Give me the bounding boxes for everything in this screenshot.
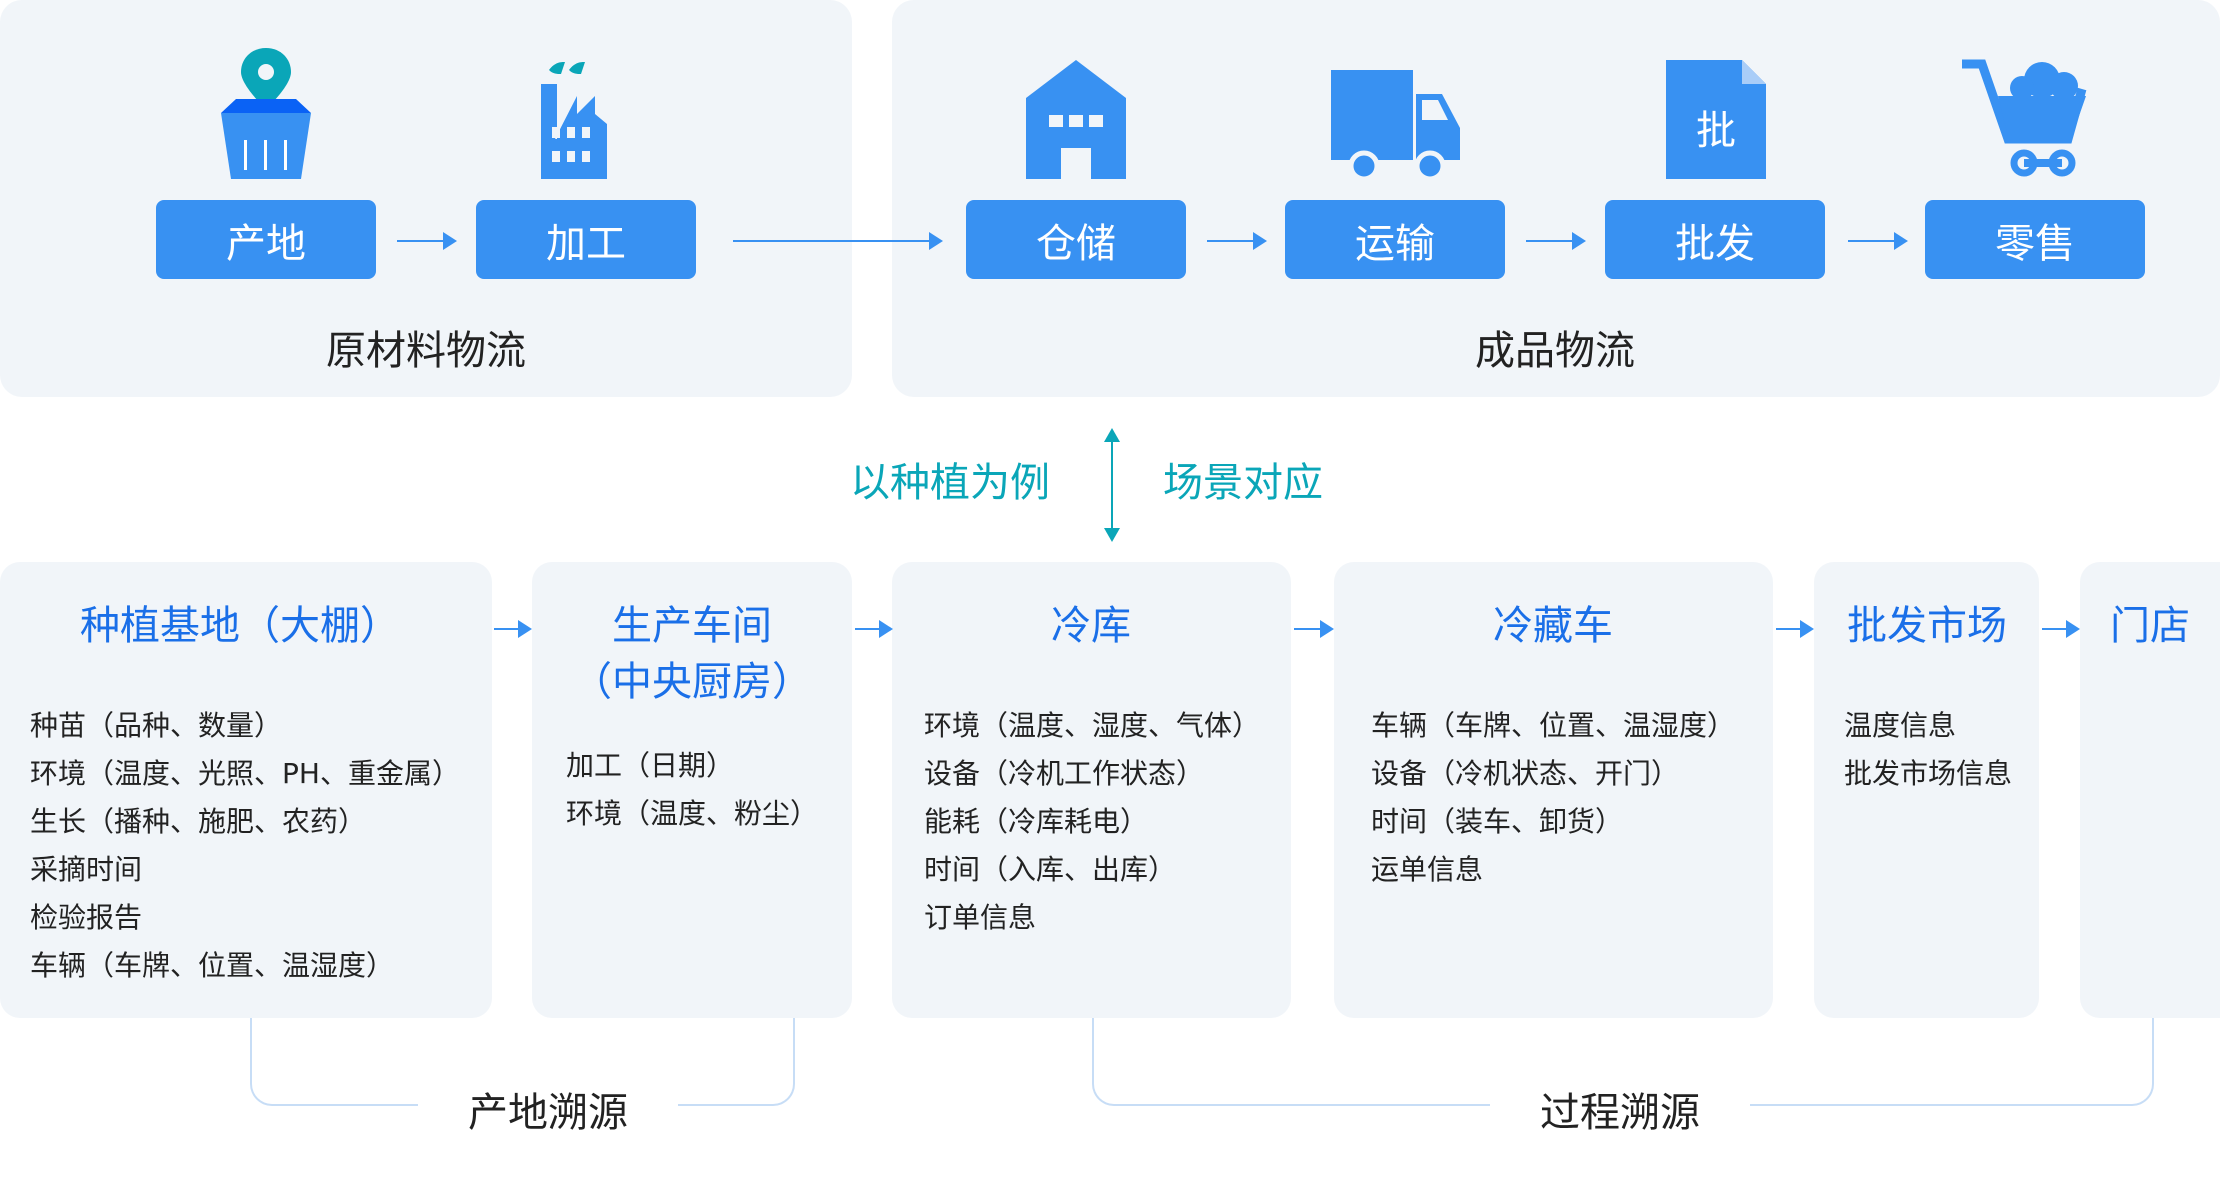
list-item: 时间（装车、卸货） [1371,805,1624,838]
card-title: 生产车间 [612,603,772,649]
shopping-cart-icon [1962,59,2087,177]
list-item: 温度信息 [1844,709,1957,742]
truck-icon [1331,70,1460,182]
list-item: 环境（温度、光照、PH、重金属） [30,757,460,790]
list-item: 设备（冷机工作状态） [924,757,1205,790]
finished-goods-label: 成品物流 [1475,328,1635,374]
process-trace-label: 过程溯源 [1490,1080,1750,1138]
step-warehousing[interactable]: 仓储 [966,200,1186,279]
list-item: 设备（冷机状态、开门） [1371,757,1680,790]
card-title: 冷库 [1051,603,1131,649]
card-title: 种植基地（大棚） [80,603,400,649]
list-item: 种苗（品种、数量） [30,709,283,742]
card-refrigerated-truck [1334,562,1773,1018]
card-planting-base [0,562,492,1018]
arrow-right-icon [1848,232,1908,250]
card-items: 加工（日期） 环境（温度、粉尘） [566,742,818,838]
document-icon: 批 [1666,60,1766,179]
warehouse-icon [1026,60,1126,179]
raw-material-panel [0,0,852,397]
card-subtitle: （中央厨房） [572,659,812,705]
list-item: 车辆（车牌、位置、温湿度） [30,949,395,982]
arrow-right-icon [2042,620,2080,638]
arrow-right-icon [733,232,943,250]
list-item: 生长（播种、施肥、农药） [30,805,367,838]
list-item: 时间（入库、出库） [924,853,1177,886]
scene-mapping-label: 场景对应 [1163,460,1323,506]
card-items: 环境（温度、湿度、气体） 设备（冷机工作状态） 能耗（冷库耗电） 时间（入库、出… [924,702,1260,942]
finished-goods-panel [892,0,2220,397]
step-retail[interactable]: 零售 [1925,200,2145,279]
list-item: 批发市场信息 [1844,757,2013,790]
svg-text:批: 批 [1696,108,1736,154]
step-processing[interactable]: 加工 [476,200,696,279]
vertical-double-arrow-icon [1104,428,1120,542]
card-items: 温度信息 批发市场信息 [1844,702,2012,798]
list-item: 加工（日期） [566,749,735,782]
step-wholesale[interactable]: 批发 [1605,200,1825,279]
location-basket-icon [221,48,311,179]
raw-material-label: 原材料物流 [326,328,526,374]
card-title: 批发市场 [1847,603,2007,649]
card-title: 冷藏车 [1493,603,1613,649]
list-item: 环境（温度、湿度、气体） [924,709,1261,742]
arrow-right-icon [1207,232,1267,250]
list-item: 能耗（冷库耗电） [924,805,1149,838]
list-item: 车辆（车牌、位置、温湿度） [1371,709,1736,742]
arrow-right-icon [397,232,457,250]
example-label: 以种植为例 [850,460,1050,506]
list-item: 环境（温度、粉尘） [566,797,819,830]
card-workshop [532,562,852,1018]
card-cold-storage [892,562,1291,1018]
list-item: 订单信息 [924,901,1037,934]
list-item: 采摘时间 [30,853,143,886]
list-item: 运单信息 [1371,853,1484,886]
card-items: 种苗（品种、数量） 环境（温度、光照、PH、重金属） 生长（播种、施肥、农药） … [30,702,460,990]
card-title: 门店 [2110,603,2190,649]
origin-trace-label: 产地溯源 [418,1080,678,1138]
card-store [2080,562,2220,1018]
step-transport[interactable]: 运输 [1285,200,1505,279]
card-items: 车辆（车牌、位置、温湿度） 设备（冷机状态、开门） 时间（装车、卸货） 运单信息 [1371,702,1735,894]
list-item: 检验报告 [30,901,143,934]
card-wholesale-market [1814,562,2039,1018]
arrow-right-icon [494,620,532,638]
arrow-right-icon [1526,232,1586,250]
factory-icon [541,62,607,179]
arrow-right-icon [855,620,893,638]
arrow-right-icon [1294,620,1334,638]
step-origin[interactable]: 产地 [156,200,376,279]
arrow-right-icon [1776,620,1814,638]
